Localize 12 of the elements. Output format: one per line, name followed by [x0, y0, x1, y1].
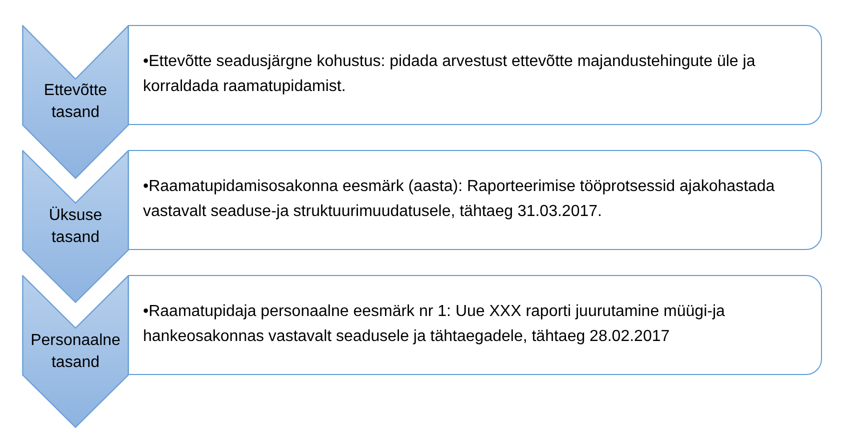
- goal-text: •Raamatupidaja personaalne eesmärk nr 1: Uue XXX raporti juurutamine müügi-ja hankeosakonnas vastavalt seadusele ja tähtaegadele, tähtaeg 28.02.2017: [143, 302, 726, 347]
- level-label: Personaalne tasand: [30, 330, 122, 372]
- level-label: Üksuse tasand: [48, 206, 104, 248]
- content-panel: [128, 275, 822, 375]
- level-label: Ettevõtte tasand: [42, 81, 108, 123]
- content-panel: [128, 25, 822, 125]
- level-banner: [22, 25, 129, 179]
- goal-text: •Raamatupidamisosakonna eesmärk (aasta): Raporteerimise tööprotsessid ajakohastada vastavalt seaduse-ja struktuurimuudatusele, tähtaeg 31.03.2017.: [143, 177, 776, 222]
- goal-text: •Ettevõtte seadusjärgne kohustus: pidada arvestust ettevõtte majandustehingute üle ja korraldada raamatupidamist.: [143, 52, 756, 97]
- level-banner: [22, 275, 129, 428]
- content-panel: [128, 150, 822, 250]
- level-banner: [22, 150, 129, 303]
